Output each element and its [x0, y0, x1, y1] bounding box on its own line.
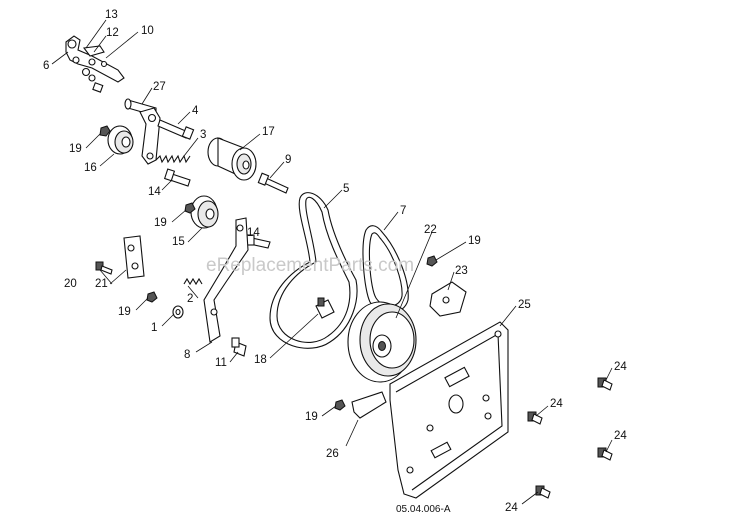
part-spacer-18 [315, 297, 335, 319]
part-bolt-11 [231, 337, 247, 357]
callout-24-c: 24 [614, 430, 627, 442]
part-bolt-9 [257, 172, 289, 194]
part-drive-pulley-22 [347, 301, 417, 383]
reference-code: 05.04.006-A [396, 504, 451, 515]
part-bolt-24c [597, 447, 613, 461]
callout-24-d: 24 [505, 502, 518, 514]
part-spring-2 [183, 277, 203, 286]
part-idler-16 [107, 125, 134, 155]
callout-9: 9 [285, 154, 291, 166]
callout-19-mid: 19 [154, 217, 167, 229]
callout-13: 13 [105, 9, 118, 21]
callout-23: 23 [455, 265, 468, 277]
part-bolt-4 [157, 119, 195, 140]
part-plate-21 [123, 235, 145, 279]
watermark: eReplacementParts.com [206, 255, 414, 276]
callout-7: 7 [400, 205, 406, 217]
callout-17: 17 [262, 126, 275, 138]
part-nut-19d [146, 291, 158, 303]
part-pulley-17 [207, 137, 257, 181]
callout-21: 21 [95, 278, 108, 290]
callout-16: 16 [84, 162, 97, 174]
part-linkage-bracket [65, 35, 125, 93]
part-main-plate-25 [389, 321, 509, 499]
callout-6: 6 [43, 60, 49, 72]
callout-24-a: 24 [614, 361, 627, 373]
callout-3: 3 [200, 129, 206, 141]
part-pivot-arm [124, 98, 161, 165]
callout-14-upper: 14 [148, 186, 161, 198]
callout-15: 15 [172, 236, 185, 248]
part-bolt-24b [527, 411, 543, 425]
callout-18: 18 [254, 354, 267, 366]
callout-20: 20 [64, 278, 77, 290]
callout-19-lower-left: 19 [118, 306, 131, 318]
callout-24-b: 24 [550, 398, 563, 410]
callout-14-lower: 14 [247, 227, 260, 239]
part-nut-19b [184, 202, 196, 214]
callout-26: 26 [326, 448, 339, 460]
callout-2: 2 [187, 293, 193, 305]
callout-12: 12 [106, 27, 119, 39]
callout-8: 8 [184, 349, 190, 361]
callout-19-upper: 19 [69, 143, 82, 155]
part-bracket-23 [426, 255, 467, 317]
callout-22: 22 [424, 224, 437, 236]
callout-25: 25 [518, 299, 531, 311]
part-bolt-24a [597, 377, 613, 391]
callout-19-right: 19 [468, 235, 481, 247]
callout-11: 11 [215, 357, 227, 369]
part-washer-1 [172, 305, 184, 319]
leader-lines [51, 19, 613, 505]
part-bolt-24d [535, 485, 551, 499]
callout-labels: 13 12 10 6 27 4 3 17 19 16 9 14 5 7 19 1… [43, 9, 627, 514]
part-bolt-20 [95, 261, 113, 275]
callout-27: 27 [153, 81, 166, 93]
callout-5: 5 [343, 183, 349, 195]
callout-1: 1 [151, 322, 157, 334]
callout-10: 10 [141, 25, 154, 37]
part-bolt-14a [163, 168, 191, 187]
part-bracket-26 [334, 391, 387, 419]
part-belt-5 [269, 192, 358, 349]
callout-4: 4 [192, 105, 199, 117]
callout-19-bottom: 19 [305, 411, 318, 423]
part-spring-3 [155, 154, 191, 164]
part-idler-15 [190, 195, 219, 229]
part-idler-arm-8 [203, 217, 249, 343]
part-nut-19a [99, 125, 111, 137]
part-belt-7 [362, 225, 409, 314]
